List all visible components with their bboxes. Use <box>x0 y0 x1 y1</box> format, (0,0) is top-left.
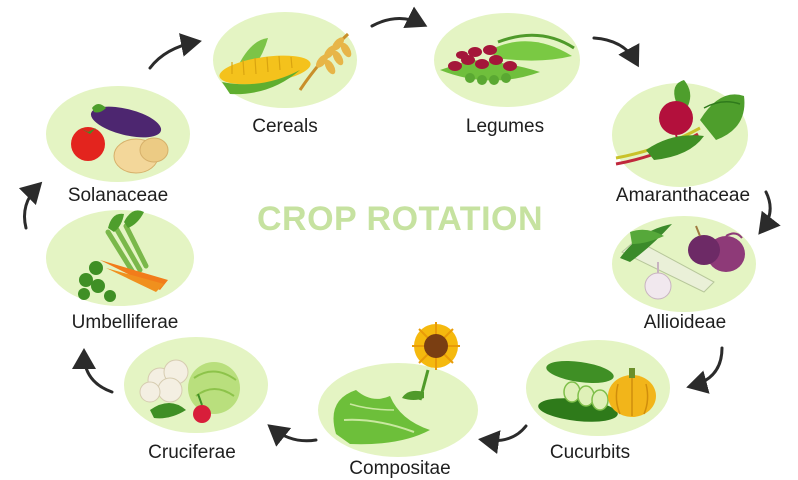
cruciferae-node <box>124 337 268 433</box>
label-legumes: Legumes <box>465 116 545 137</box>
arrow-amaranthaceae-to-allioideae <box>758 190 781 235</box>
lettuce-sunflower-icon <box>333 322 460 445</box>
label-umbelliferae: Umbelliferae <box>71 312 179 333</box>
diagram-title: CROP ROTATION <box>256 200 544 238</box>
beet-chard-icon <box>615 80 745 166</box>
carrot-celery-icon <box>78 210 168 302</box>
label-allioideae: Allioideae <box>643 312 727 333</box>
label-cucurbits: Cucurbits <box>549 442 631 463</box>
arrow-cucurbits-to-compositae <box>478 424 528 454</box>
corn-wheat-icon <box>219 32 352 95</box>
arrow-cereals-to-legumes <box>370 6 428 29</box>
arrow-umbelliferae-to-solanaceae <box>18 181 43 230</box>
arrow-solanaceae-to-cereals <box>148 33 202 70</box>
label-cereals: Cereals <box>252 116 318 137</box>
umbelliferae-node <box>46 210 194 306</box>
cereals-node <box>213 12 357 108</box>
label-solanaceae: Solanaceae <box>67 185 169 206</box>
cabbage-cauliflower-icon <box>139 359 240 423</box>
label-compositae: Compositae <box>349 458 451 479</box>
compositae-node <box>318 322 478 457</box>
beans-peas-icon <box>440 33 575 85</box>
cucumber-squash-icon <box>538 361 656 422</box>
arrow-legumes-to-amaranthaceae <box>592 36 640 68</box>
amaranthaceae-node <box>612 80 748 187</box>
cucurbits-node <box>526 340 670 436</box>
arrow-compositae-to-cruciferae <box>267 424 318 447</box>
allioideae-node <box>612 216 756 312</box>
legumes-node <box>434 13 580 107</box>
arrow-allioideae-to-cucurbits <box>686 346 724 394</box>
eggplant-tomato-potato-icon <box>71 104 169 174</box>
label-amaranthaceae: Amaranthaceae <box>615 185 751 206</box>
label-cruciferae: Cruciferae <box>148 442 236 463</box>
solanaceae-node <box>46 86 190 182</box>
arrow-cruciferae-to-umbelliferae <box>72 348 114 394</box>
onion-leek-garlic-icon <box>620 224 745 300</box>
